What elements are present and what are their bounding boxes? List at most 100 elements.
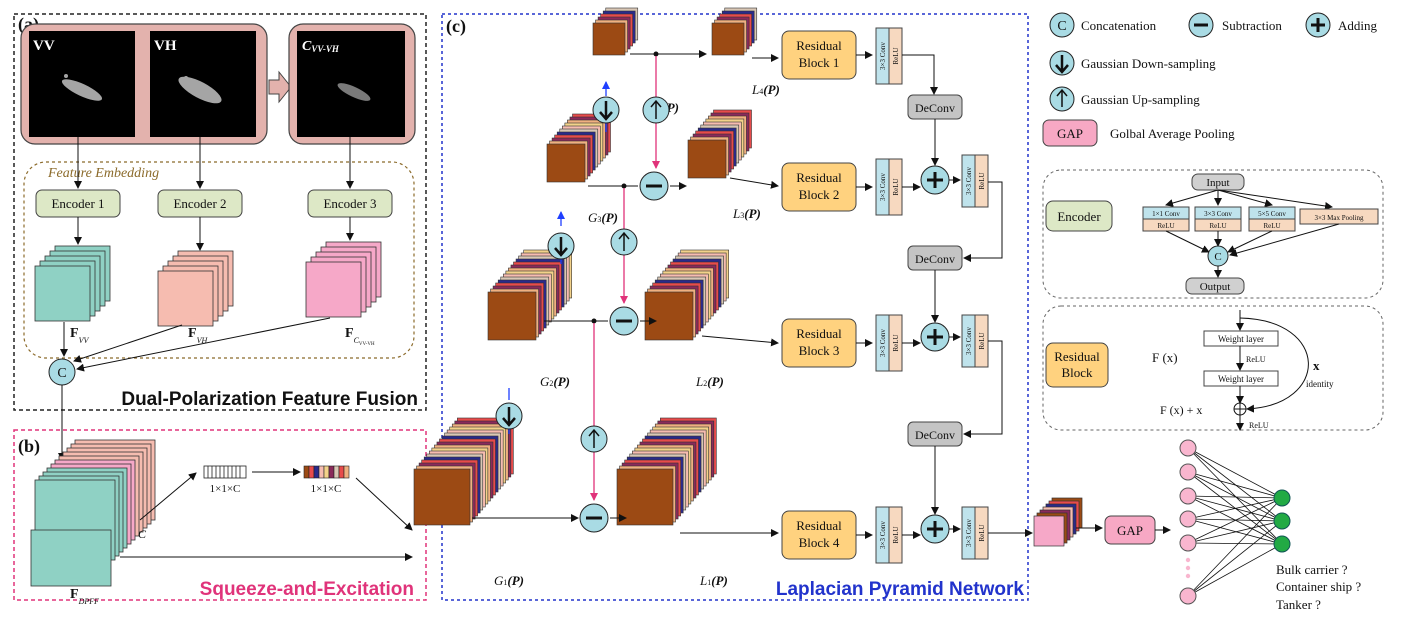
legend-gap-label: Golbal Average Pooling [1110, 126, 1235, 141]
svg-text:ReLU: ReLU [978, 332, 986, 349]
cvvvh-label: CVV-VH [302, 39, 340, 54]
conv-relu-after-add4: 3×3 Conv ReLU [961, 506, 989, 560]
excitation-vector-label: 1×1×C [311, 483, 342, 495]
legend-subtract-label: Subtraction [1222, 18, 1282, 33]
l2-label: L2(P) [695, 374, 724, 389]
encoder-branch-maxpool: 3×3 Max Pooling [1299, 208, 1379, 225]
svg-text:ReLU: ReLU [978, 172, 986, 189]
svg-text:3×3 Conv: 3×3 Conv [965, 167, 973, 195]
weight-layer-1 [1203, 330, 1279, 347]
feature-map-layer [592, 22, 626, 56]
feature-stack-cvvvh [305, 241, 382, 318]
concat-symbol: C [57, 366, 66, 381]
svg-text:3×3 Max Pooling: 3×3 Max Pooling [1314, 214, 1364, 222]
x-label: x [1313, 358, 1320, 373]
legend-concat-label: Concatenation [1081, 18, 1157, 33]
feature-embedding-label: Feature Embedding [47, 166, 159, 181]
excitation-vector [303, 465, 350, 479]
difference-arrow [268, 70, 292, 104]
svg-text:ReLU: ReLU [1249, 421, 1269, 430]
panel-b-title: Squeeze-and-Excitation [200, 579, 414, 600]
encoder-branch-5x5: 5×5 Conv ReLU [1248, 206, 1296, 232]
feature-map-layer [413, 468, 471, 526]
svg-text:ReLU: ReLU [1157, 222, 1174, 230]
feature-label-vh: FVH [188, 326, 208, 345]
l1-label: L1(P) [699, 573, 728, 588]
fc-input-nodes [1179, 439, 1197, 605]
g2-stack [487, 249, 573, 341]
feature-embedding-box [23, 161, 415, 359]
feature-map-layer [546, 143, 586, 183]
legend-add-label: Adding [1338, 18, 1378, 33]
fc-ellipsis [1185, 557, 1191, 579]
feature-label-dpff: FDPFF [70, 587, 99, 606]
feature-map-layer [687, 139, 727, 179]
feature-label-cvvvh: FCVV-VH [345, 326, 375, 347]
panel-b: (b) C FDPFF 1×1×C [13, 385, 427, 606]
deconv-1-label: DeConv [915, 101, 955, 115]
panel-c-tag: (c) [446, 16, 466, 37]
l3-stack [687, 109, 752, 179]
feature-stack-vv [34, 245, 111, 322]
identity-skip [1239, 317, 1309, 413]
feature-map-layer [487, 291, 537, 341]
feature-map-layer [616, 468, 674, 526]
classifier: GAP Bulk carrier ? Container ship ? Tank… [988, 439, 1361, 612]
svg-text:C: C [1214, 251, 1221, 263]
cvvvh-image [297, 31, 405, 137]
vv-label: VV [33, 38, 55, 54]
svg-text:Input: Input [1206, 177, 1229, 189]
svg-text:Weight layer: Weight layer [1218, 374, 1264, 384]
svg-text:ReLU: ReLU [978, 524, 986, 541]
l3-label: L3(P) [732, 206, 761, 221]
svg-text:GAP: GAP [1057, 126, 1083, 141]
se-feature-stack [30, 439, 156, 587]
conv-relu-after-rb2: 3×3 Conv ReLU [875, 158, 903, 216]
encoder-2-label: Encoder 2 [173, 196, 226, 211]
svg-text:ReLU: ReLU [1246, 355, 1266, 364]
residual-detail-tag [1045, 342, 1109, 388]
conv-relu-after-rb3: 3×3 Conv ReLU [875, 314, 903, 372]
fc-edges [1187, 447, 1283, 597]
encoder-branch-3x3: 3×3 Conv ReLU [1194, 206, 1242, 232]
feature-label-vv: FVV [70, 326, 89, 345]
panel-b-tag: (b) [18, 436, 40, 457]
svg-text:3×3 Conv: 3×3 Conv [965, 519, 973, 547]
conv-relu-after-add2: 3×3 Conv ReLU [961, 154, 989, 208]
gap-label: GAP [1117, 523, 1143, 538]
encoder-output-box [1185, 277, 1245, 295]
g3-label: G3(P) [588, 210, 618, 225]
conv-relu-after-rb4: 3×3 Conv ReLU [875, 506, 903, 564]
svg-text:C: C [1057, 19, 1066, 34]
svg-text:ReLU: ReLU [892, 178, 900, 195]
svg-text:Output: Output [1200, 281, 1231, 293]
cvvvh-ship-blob [337, 83, 371, 101]
feature-map-layer [644, 291, 694, 341]
vv-ship-blob [61, 74, 103, 101]
conv-relu-after-add3: 3×3 Conv ReLU [961, 314, 989, 368]
panel-c: (c) G4(P) L4(P) G3(P) L3(P) G2(P) L2(P) … [413, 7, 1029, 601]
class-label-bulk: Bulk carrier ? [1276, 562, 1348, 577]
class-label-container: Container ship ? [1276, 579, 1361, 594]
panel-a: (a) VV VH CVV-VH Feature Embedding Encod… [13, 13, 427, 411]
svg-text:3×3 Conv: 3×3 Conv [879, 173, 887, 201]
l4-label: L4(P) [751, 82, 780, 97]
g2-label: G2(P) [540, 374, 570, 389]
encoder-1-label: Encoder 1 [51, 196, 104, 211]
legend-concat-icon [1049, 12, 1075, 38]
class-label-tanker: Tanker ? [1276, 597, 1321, 612]
fc-output-nodes [1273, 489, 1291, 553]
svg-text:3×3 Conv: 3×3 Conv [1204, 210, 1232, 218]
svg-text:ReLU: ReLU [892, 47, 900, 64]
svg-text:3×3 Conv: 3×3 Conv [879, 42, 887, 70]
fxx-label: F (x) + x [1160, 403, 1202, 417]
panel-c-border [441, 13, 1029, 601]
svg-text:Encoder: Encoder [1057, 209, 1101, 224]
se-c-label: C [138, 527, 147, 541]
